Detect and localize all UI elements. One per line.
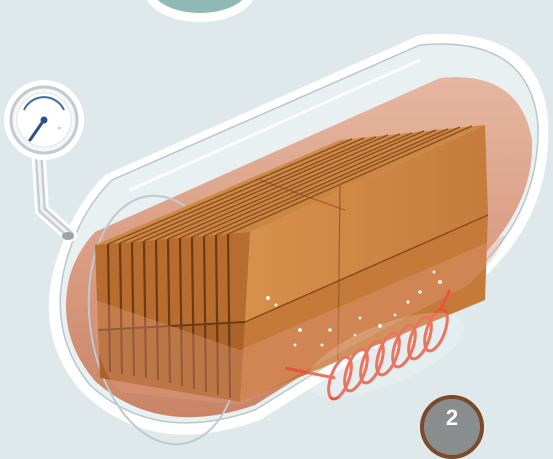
step-number-badge: 2 [420, 395, 484, 459]
step-number: 2 [446, 405, 458, 431]
treatment-cylinder-illustration: ° [0, 0, 553, 447]
previous-step-badge-fragment [144, 0, 256, 22]
pressure-gauge-icon: ° [4, 80, 84, 160]
svg-text:°: ° [58, 126, 61, 134]
